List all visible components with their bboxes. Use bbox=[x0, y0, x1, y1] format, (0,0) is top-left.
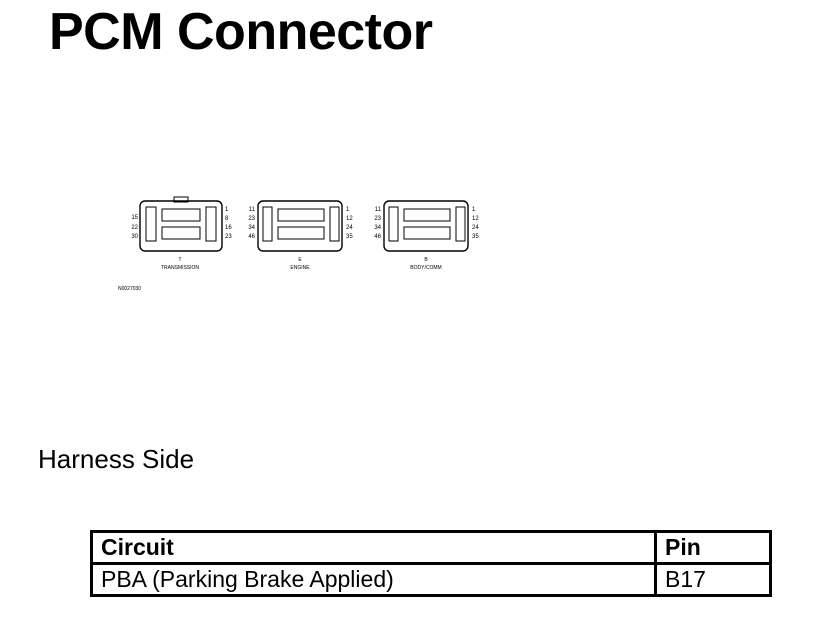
connector-engine: 11 23 34 46 1 12 24 35 E ENGINE bbox=[248, 200, 353, 271]
pin-label: 11 bbox=[375, 207, 382, 213]
pin-label: 24 bbox=[472, 225, 479, 231]
pin-block-upper bbox=[403, 208, 451, 222]
table-row: PBA (Parking Brake Applied) B17 bbox=[90, 562, 772, 597]
pin-label: 46 bbox=[374, 234, 381, 240]
pin-label: 8 bbox=[225, 216, 229, 222]
pin-column-right bbox=[205, 206, 217, 242]
pin-block-upper bbox=[277, 208, 325, 222]
pin-column-left bbox=[388, 206, 399, 242]
circuit-column-header: Circuit bbox=[90, 530, 657, 565]
circuit-cell: PBA (Parking Brake Applied) bbox=[90, 562, 657, 597]
pin-block-lower bbox=[403, 226, 451, 240]
connector-name: TRANSMISSION bbox=[161, 265, 199, 271]
pin-label: 34 bbox=[374, 225, 381, 231]
pin-label: 23 bbox=[374, 216, 381, 222]
pin-label: 1 bbox=[472, 207, 476, 213]
connector-latch bbox=[173, 196, 189, 203]
circuit-pin-table: Circuit Pin PBA (Parking Brake Applied) … bbox=[90, 530, 772, 597]
pin-block-upper bbox=[161, 208, 201, 222]
pin-label: 34 bbox=[248, 225, 255, 231]
harness-side-label: Harness Side bbox=[38, 444, 195, 474]
pin-label: 35 bbox=[346, 234, 353, 240]
connector-letter: E bbox=[298, 257, 302, 263]
page-title: PCM Connector bbox=[49, 3, 433, 61]
pin-column-right bbox=[455, 206, 466, 242]
table-header-row: Circuit Pin bbox=[90, 530, 772, 565]
connector-transmission: 15 22 30 1 8 16 23 T TRANSMISSION bbox=[131, 196, 232, 271]
pin-label: 15 bbox=[131, 215, 138, 221]
pin-label: 23 bbox=[225, 234, 232, 240]
pin-column-left bbox=[262, 206, 273, 242]
pin-cell: B17 bbox=[654, 562, 772, 597]
figure-id: N0027030 bbox=[118, 286, 141, 292]
pin-column-right bbox=[329, 206, 340, 242]
connector-name: BODY/COMM bbox=[410, 265, 441, 271]
connector-name: ENGINE bbox=[290, 265, 310, 271]
pin-column-header: Pin bbox=[654, 530, 772, 565]
pcm-connector-diagram: 15 22 30 1 8 16 23 T TRANSMISSION 11 23 … bbox=[118, 196, 479, 292]
pin-block-lower bbox=[161, 226, 201, 240]
connector-letter: B bbox=[424, 257, 428, 263]
connector-body bbox=[383, 200, 469, 252]
connector-body bbox=[257, 200, 343, 252]
pin-label: 35 bbox=[472, 234, 479, 240]
pin-label: 1 bbox=[225, 207, 229, 213]
pin-label: 46 bbox=[248, 234, 255, 240]
pin-label: 23 bbox=[248, 216, 255, 222]
pin-label: 30 bbox=[131, 234, 138, 240]
pin-label: 12 bbox=[346, 216, 353, 222]
pin-label: 16 bbox=[225, 225, 232, 231]
pin-label: 1 bbox=[346, 207, 350, 213]
connector-letter: T bbox=[178, 257, 181, 263]
connector-body bbox=[139, 200, 223, 252]
connector-body-comm: 11 23 34 46 1 12 24 35 B BODY/COMM bbox=[374, 200, 479, 271]
pin-label: 22 bbox=[131, 225, 138, 231]
pin-block-lower bbox=[277, 226, 325, 240]
pin-label: 12 bbox=[472, 216, 479, 222]
pin-column-left bbox=[145, 206, 157, 242]
pin-label: 11 bbox=[249, 207, 256, 213]
pin-label: 24 bbox=[346, 225, 353, 231]
